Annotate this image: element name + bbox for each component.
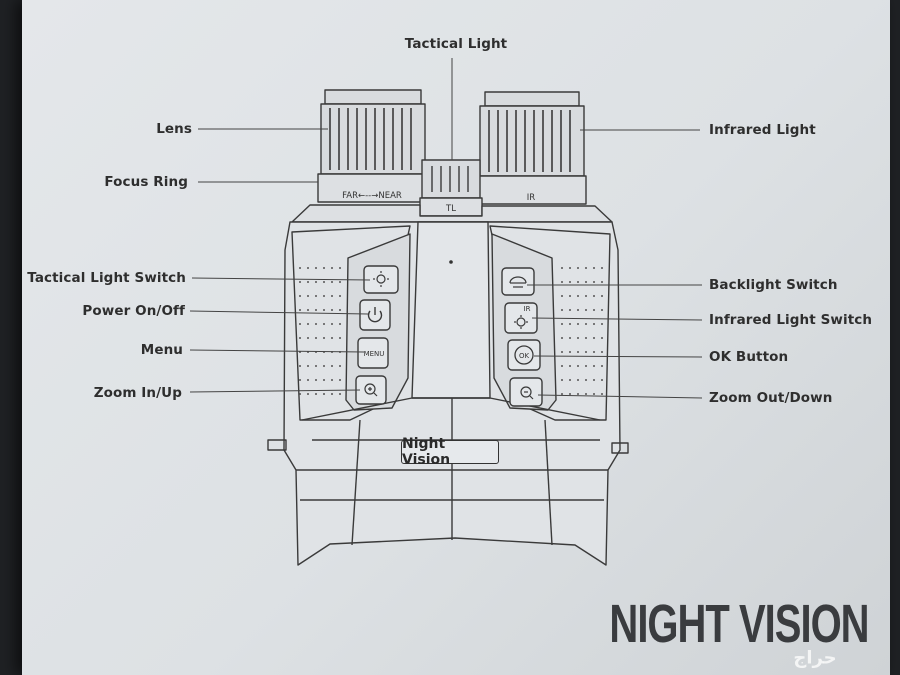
ok-icon — [514, 345, 534, 365]
label-tactical-light-switch: Tactical Light Switch — [27, 270, 186, 286]
ok-key-label: OK — [518, 352, 530, 360]
ir-icon — [514, 315, 528, 329]
focus-scale: FAR←--→NEAR — [342, 191, 402, 201]
label-backlight-switch: Backlight Switch — [709, 277, 838, 293]
tactical-light — [419, 159, 483, 217]
zoom-out-icon — [520, 386, 534, 400]
speaker-grille-right — [561, 267, 603, 395]
right-lens — [477, 91, 587, 205]
menu-key-label: MENU — [363, 350, 385, 358]
label-focus-ring: Focus Ring — [104, 174, 188, 190]
left-lens — [317, 89, 427, 203]
label-infrared-light: Infrared Light — [709, 122, 816, 138]
label-menu: Menu — [140, 342, 183, 358]
label-infrared-light-switch: Infrared Light Switch — [709, 312, 873, 328]
callout-lines — [189, 58, 703, 399]
label-lens: Lens — [156, 121, 192, 137]
label-zoom-out: Zoom Out/Down — [709, 390, 833, 406]
sun-icon — [373, 271, 389, 287]
backlight-icon — [509, 276, 527, 288]
power-icon — [367, 307, 383, 323]
label-ok-button: OK Button — [709, 349, 789, 365]
watermark: حراج — [793, 647, 837, 669]
ir-mark: IR — [526, 193, 536, 203]
tl-mark: TL — [446, 204, 456, 214]
zoom-in-button — [355, 375, 387, 405]
backlight-switch-button — [501, 267, 535, 296]
menu-button — [357, 337, 389, 369]
label-power: Power On/Off — [82, 303, 185, 319]
brand-title: NIGHT VISION — [609, 594, 869, 655]
night-vision-badge: Night Vision — [401, 436, 499, 468]
ir-key-label: IR — [523, 305, 531, 313]
zoom-in-icon — [364, 383, 378, 397]
ok-button — [507, 339, 541, 371]
label-zoom-in: Zoom In/Up — [93, 385, 182, 401]
label-tactical-light: Tactical Light — [404, 36, 508, 52]
